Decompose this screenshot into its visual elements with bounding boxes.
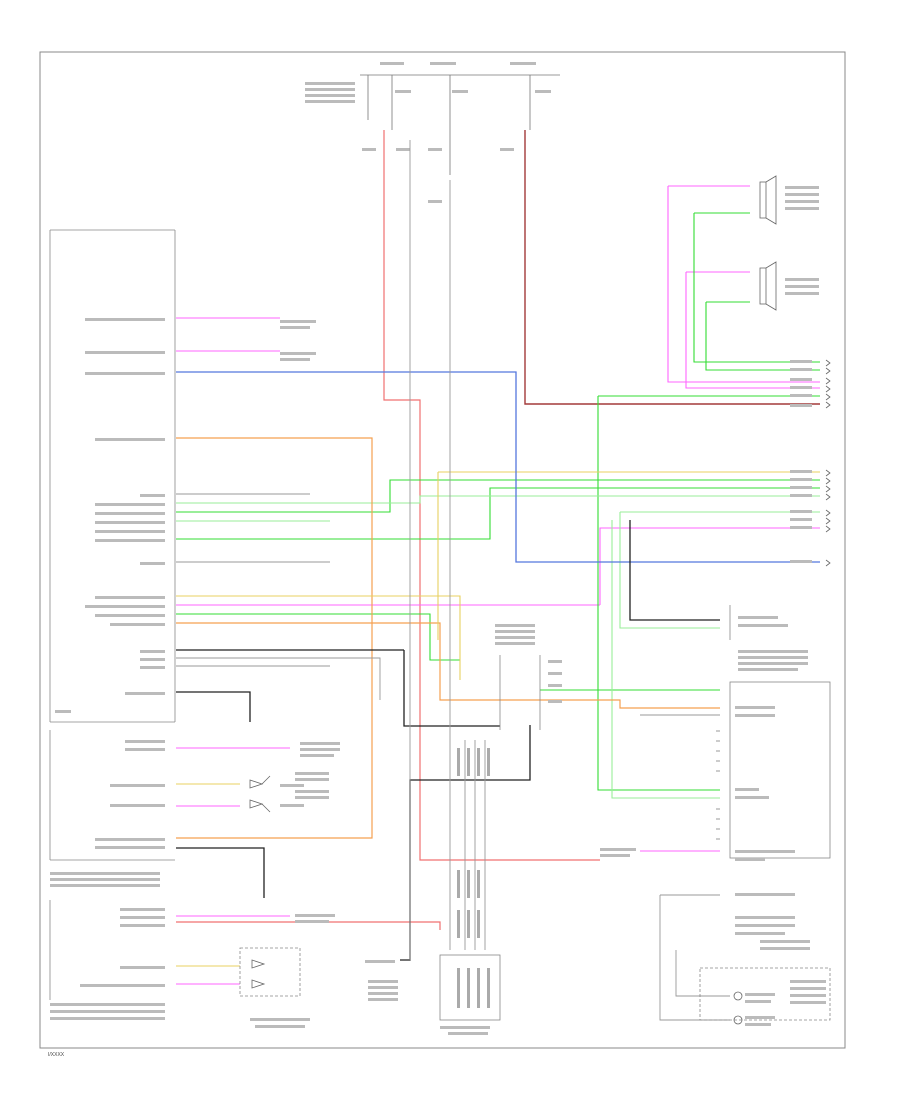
- right-module-box-labels: [735, 706, 810, 950]
- speaker-labels: [785, 186, 819, 295]
- wire-green: [176, 212, 820, 791]
- antenna-icon: [733, 991, 743, 1025]
- right-module-box: [729, 681, 831, 859]
- left-module: [49, 229, 176, 723]
- right-module-upper-labels: [738, 616, 808, 671]
- wire-black: [176, 520, 720, 961]
- wire-yellow: [176, 471, 820, 967]
- right-connector-pins: [790, 360, 812, 563]
- wire-gray: [176, 140, 730, 1021]
- diagram-frame: [39, 51, 846, 1049]
- fuse-block-top: [360, 74, 560, 175]
- antenna-labels: [745, 980, 826, 1026]
- wire-blue: [176, 371, 820, 563]
- footer-text: I/XXXX: [48, 1052, 65, 1058]
- wire-light-green: [176, 495, 820, 799]
- wire-orange: [176, 437, 720, 839]
- center-vertical-wire-labels: [457, 748, 490, 1008]
- antenna-module-box: [699, 967, 831, 1021]
- tweeter-icon: [249, 775, 271, 989]
- fuse-block-top-labels: [305, 62, 551, 203]
- left-tweeter-box: [239, 947, 301, 997]
- right-connector-arrows: [825, 359, 831, 567]
- bottom-center-labels: [250, 960, 490, 1035]
- wire-pink: [176, 185, 820, 985]
- wire-dark-red: [524, 130, 820, 405]
- left-module-pin-labels: [50, 318, 165, 1020]
- center-connector: [499, 655, 541, 730]
- bottom-center-box: [439, 954, 501, 1021]
- left-lower-brackets: [49, 730, 175, 1000]
- left-lower-component-labels: [280, 320, 636, 923]
- right-module-pin-ticks: [716, 730, 720, 840]
- center-connector-labels: [495, 624, 562, 703]
- wire-red: [176, 130, 600, 930]
- speaker-icon: [759, 175, 777, 311]
